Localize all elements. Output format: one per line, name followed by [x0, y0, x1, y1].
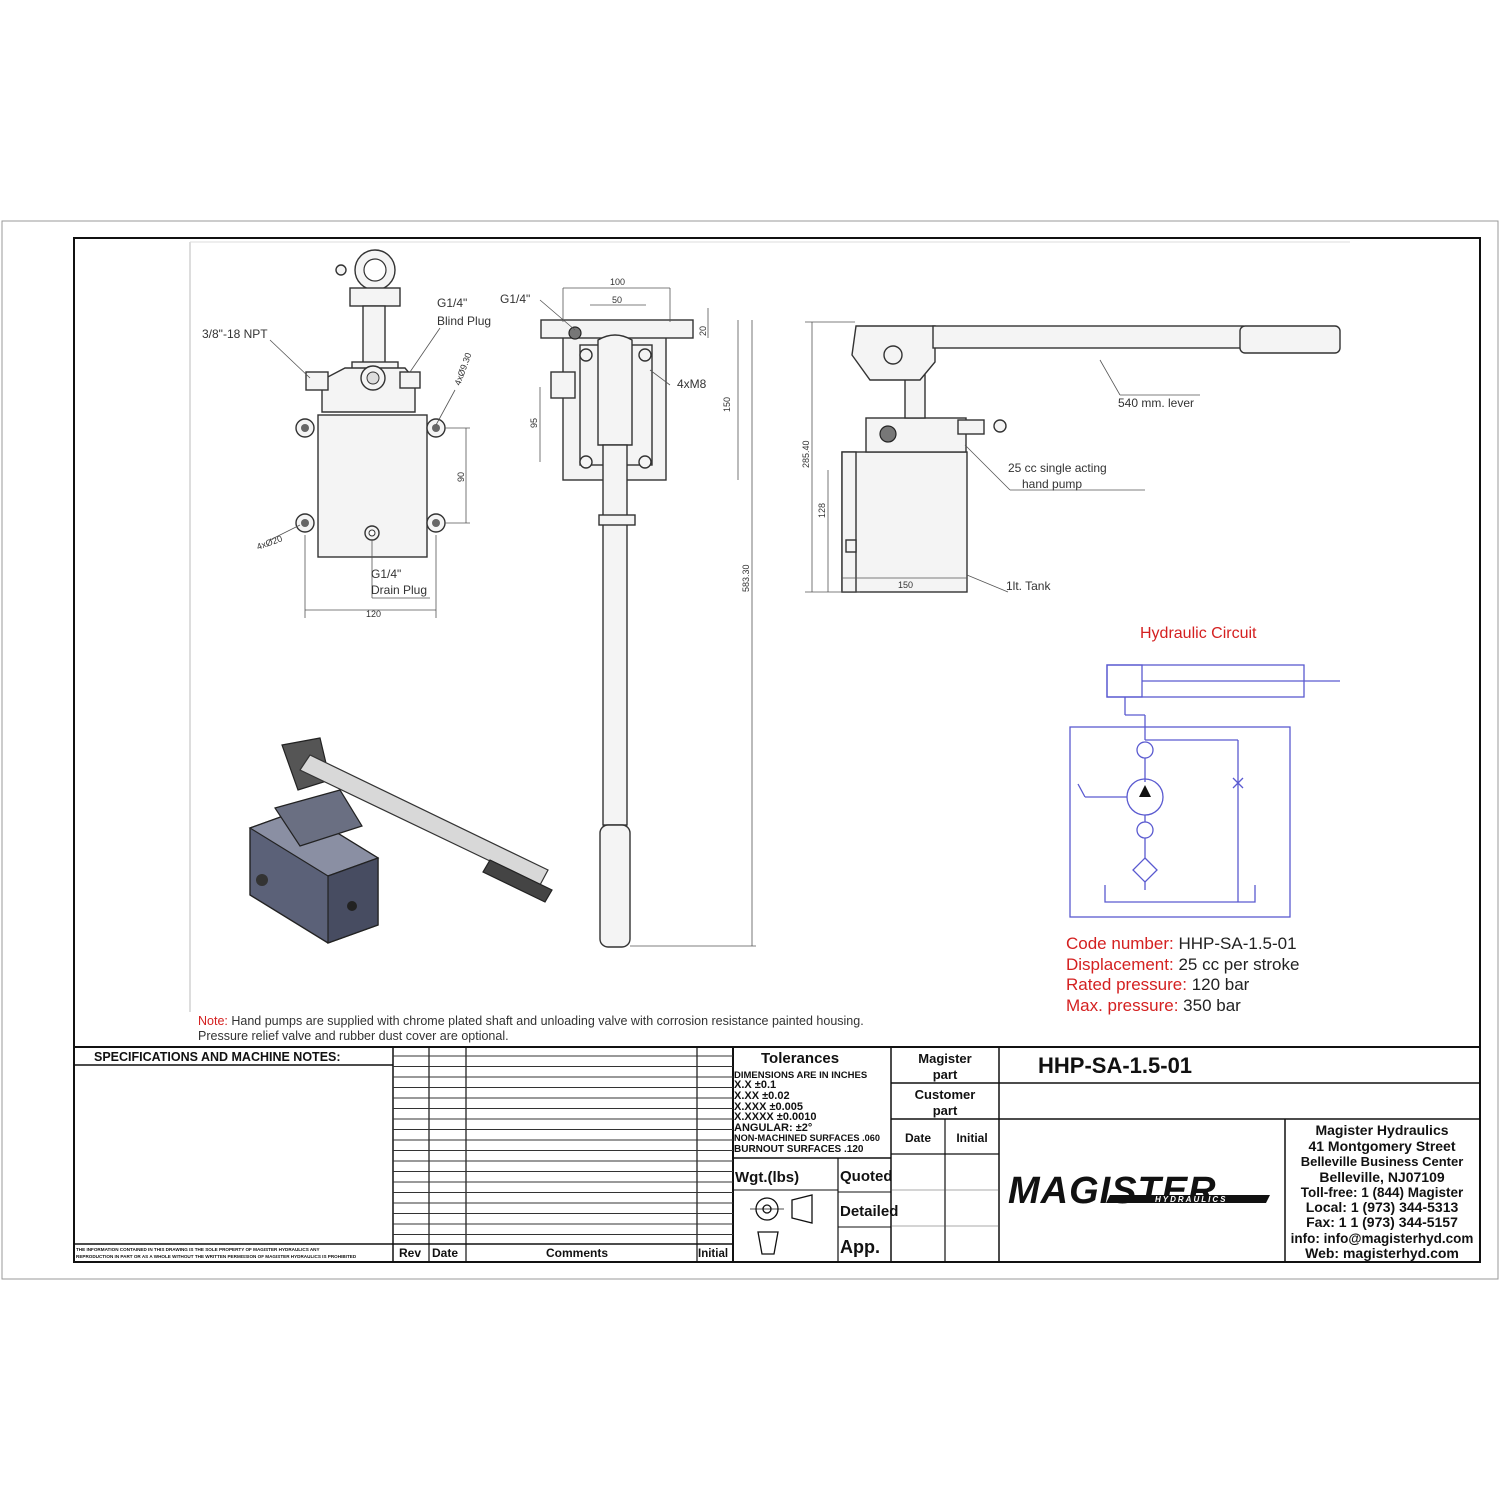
isometric-view [248, 737, 553, 944]
weight-label: Wgt.(lbs) [735, 1169, 799, 1186]
label-npt-port: 3/8"-18 NPT [202, 327, 268, 341]
spec-notes-header: SPECIFICATIONS AND MACHINE NOTES: [94, 1050, 341, 1064]
part-number: HHP-SA-1.5-01 [1038, 1053, 1192, 1078]
sheet-border [73, 237, 1481, 1263]
note-text-1: Hand pumps are supplied with chrome plat… [228, 1014, 864, 1028]
side-view [805, 321, 1341, 593]
spec-code-label: Code number: [1066, 934, 1174, 953]
tolerance-line: BURNOUT SURFACES .120 [734, 1144, 864, 1155]
company-line: Magister Hydraulics [1315, 1122, 1448, 1138]
date-column-label: Date [905, 1131, 931, 1145]
tolerance-line: NON-MACHINED SURFACES .060 [734, 1133, 880, 1143]
dim-95: 95 [529, 418, 539, 428]
title-block [74, 1046, 1480, 1262]
comments-header: Comments [546, 1246, 608, 1260]
company-line: Belleville Business Center [1301, 1154, 1464, 1169]
dim-90: 90 [456, 472, 466, 482]
tolerance-line: DIMENSIONS ARE IN INCHES [734, 1070, 867, 1081]
spec-rated-value: 120 bar [1192, 975, 1250, 994]
circuit-title: Hydraulic Circuit [1140, 625, 1257, 642]
top-view [539, 287, 756, 948]
company-line: info: info@magisterhyd.com [1291, 1231, 1474, 1246]
label-single-acting: 25 cc single acting [1008, 461, 1107, 475]
dim-285: 285.40 [801, 440, 811, 468]
company-line: Fax: 1 1 (973) 344-5157 [1306, 1214, 1458, 1230]
label-hand-pump: hand pump [1022, 477, 1082, 491]
logo-wordmark: MAGISTER [1008, 1170, 1217, 1212]
detailed-label: Detailed [840, 1203, 898, 1220]
magister-part-label-2: part [933, 1067, 958, 1082]
magister-part-label-1: Magister [918, 1051, 971, 1066]
initial-header: Initial [698, 1248, 728, 1260]
dim-50: 50 [612, 295, 622, 305]
dim-150-top: 150 [722, 397, 732, 412]
spec-max-label: Max. pressure: [1066, 996, 1178, 1015]
label-top-g14: G1/4" [500, 292, 530, 306]
company-line: Local: 1 (973) 344-5313 [1306, 1199, 1459, 1215]
date-header: Date [432, 1246, 458, 1260]
customer-part-label-1: Customer [915, 1087, 976, 1102]
disclaimer-line-1: THE INFORMATION CONTAINED IN THIS DRAWIN… [76, 1247, 320, 1252]
logo-stripe [1106, 1195, 1270, 1203]
company-line: Toll-free: 1 (844) Magister [1301, 1185, 1464, 1200]
approved-label: App. [840, 1237, 880, 1257]
tolerance-lines: DIMENSIONS ARE IN INCHES X.X ±0.1 X.XX ±… [734, 1070, 880, 1155]
tolerance-line: ANGULAR: ±2° [734, 1122, 812, 1134]
spec-displacement-value: 25 cc per stroke [1178, 955, 1299, 974]
tolerance-line: X.XX ±0.02 [734, 1090, 790, 1102]
label-g14-port: G1/4" [437, 296, 467, 310]
company-line: Web: magisterhyd.com [1305, 1245, 1459, 1261]
customer-part-label-2: part [933, 1103, 958, 1118]
dim-128: 128 [817, 503, 827, 518]
dim-583: 583.30 [741, 564, 751, 592]
label-lever: 540 mm. lever [1118, 396, 1194, 410]
sheet-outer-frame [1, 220, 1499, 1280]
label-4xm8: 4xM8 [677, 377, 707, 391]
label-drain-g14: G1/4" [371, 567, 401, 581]
label-tank: 1lt. Tank [1006, 579, 1051, 593]
dim-100: 100 [610, 277, 625, 287]
dim-20: 20 [698, 326, 708, 336]
spec-row-max: Max. pressure: 350 bar [1066, 996, 1241, 1015]
front-view [269, 249, 470, 618]
dim-150-side: 150 [898, 580, 913, 590]
rev-header: Rev [399, 1246, 421, 1260]
note-line-1: Note: Hand pumps are supplied with chrom… [198, 1014, 864, 1028]
spec-rated-label: Rated pressure: [1066, 975, 1187, 994]
spec-list: Code number: HHP-SA-1.5-01 Displacement:… [1066, 934, 1299, 1015]
company-line: Belleville, NJ07109 [1319, 1169, 1445, 1185]
magister-logo: MAGISTER HYDRAULICS [1008, 1170, 1270, 1212]
spec-row-code: Code number: HHP-SA-1.5-01 [1066, 934, 1297, 953]
spec-row-displacement: Displacement: 25 cc per stroke [1066, 955, 1299, 974]
note-label: Note: [198, 1014, 228, 1028]
note-line-2: Pressure relief valve and rubber dust co… [198, 1029, 509, 1043]
tolerance-line: X.X ±0.1 [734, 1079, 776, 1091]
spec-row-rated: Rated pressure: 120 bar [1066, 975, 1250, 994]
initial-column-label: Initial [956, 1131, 987, 1145]
disclaimer-line-2: REPRODUCTION IN PART OR AS A WHOLE WITHO… [76, 1254, 357, 1259]
dim-120: 120 [366, 609, 381, 619]
hydraulic-circuit-diagram [1069, 664, 1340, 918]
spec-displacement-label: Displacement: [1066, 955, 1174, 974]
spec-code-value: HHP-SA-1.5-01 [1178, 934, 1296, 953]
tolerances-title: Tolerances [761, 1050, 839, 1067]
company-line: 41 Montgomery Street [1308, 1138, 1455, 1154]
label-drain-plug: Drain Plug [371, 583, 427, 597]
spec-max-value: 350 bar [1183, 996, 1241, 1015]
company-info: Magister Hydraulics 41 Montgomery Street… [1291, 1122, 1474, 1261]
logo-subtitle: HYDRAULICS [1155, 1195, 1227, 1204]
label-blind-plug: Blind Plug [437, 314, 491, 328]
tolerance-line: X.XXX ±0.005 [734, 1101, 803, 1113]
quoted-label: Quoted [840, 1168, 893, 1185]
tolerance-line: X.XXXX ±0.0010 [734, 1111, 816, 1123]
